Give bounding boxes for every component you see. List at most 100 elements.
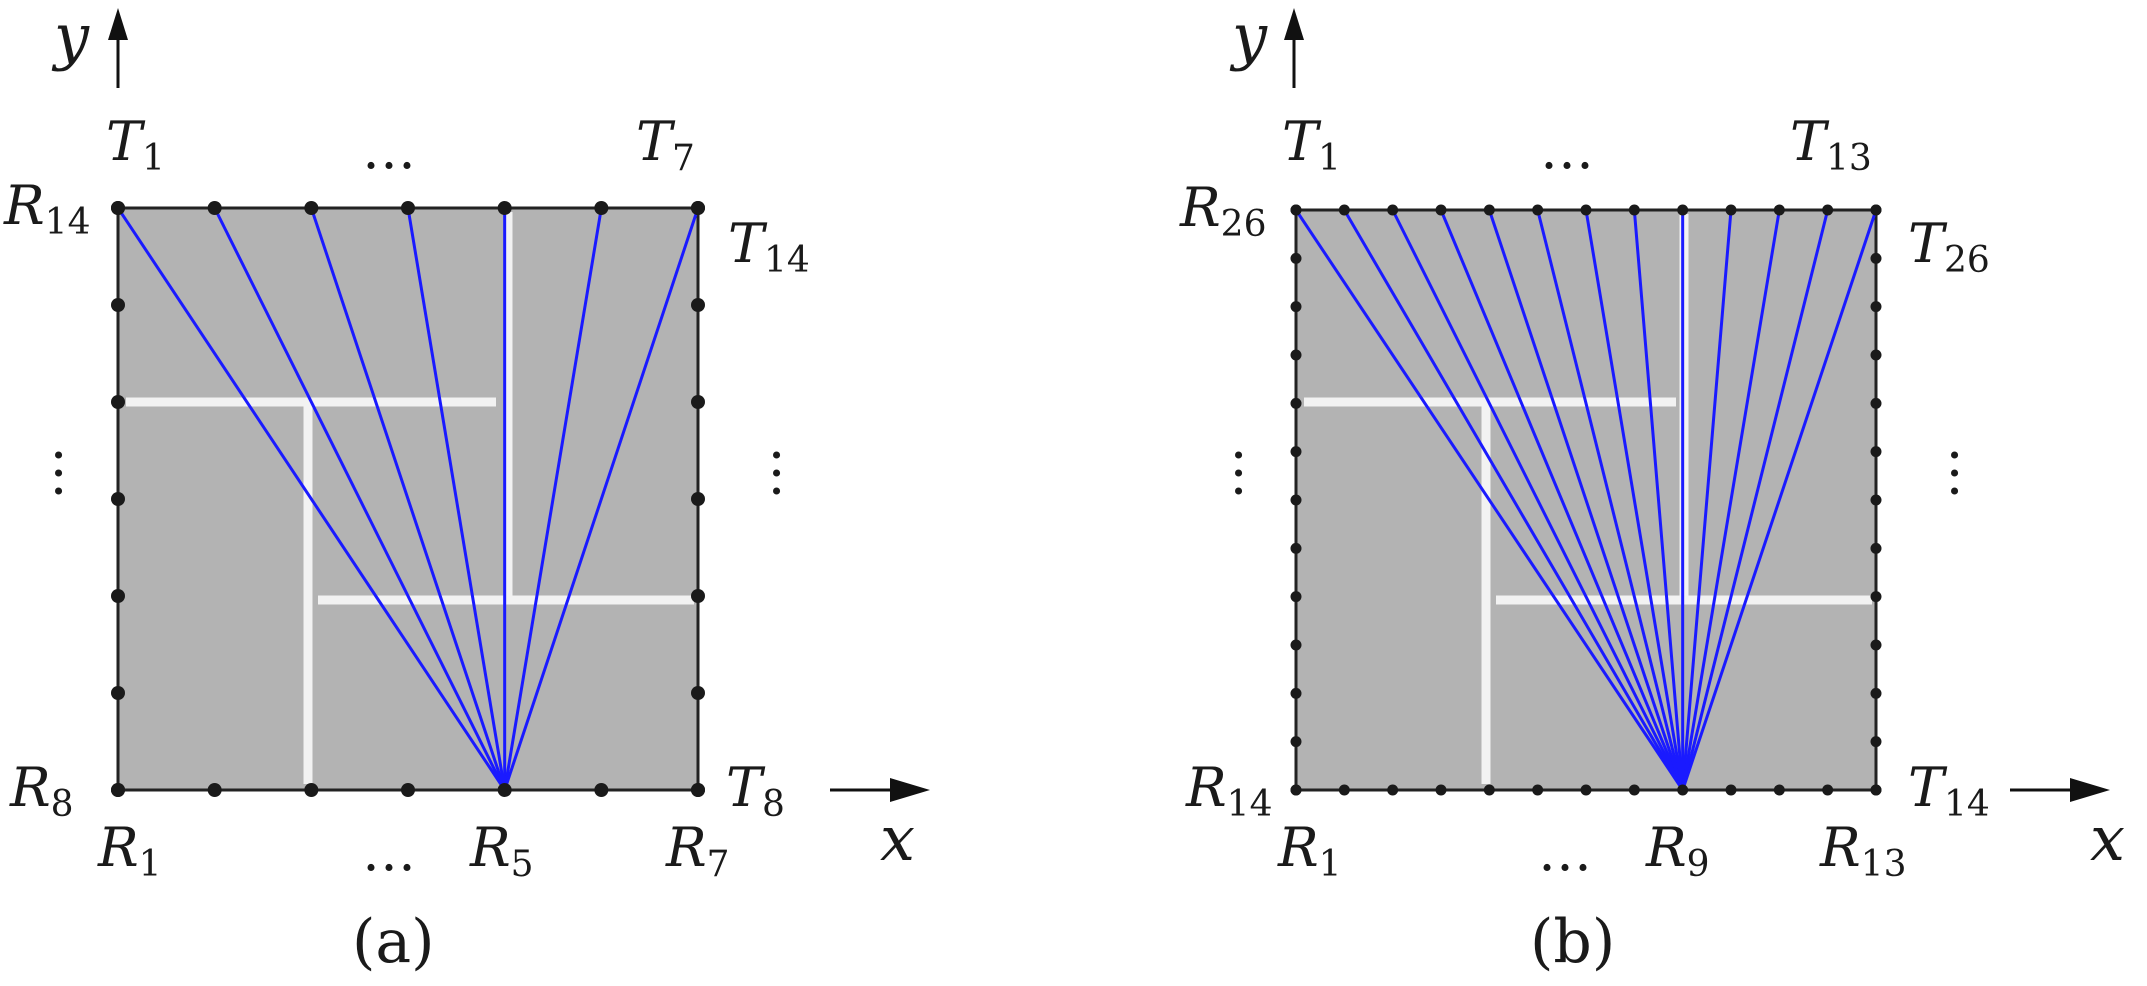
sensor-bottom [1822,784,1834,796]
ray-path [1487,209,1685,791]
label-bottom-ellipsis: … [1538,820,1592,883]
rays-group [116,207,700,791]
sensor-bottom [1628,784,1640,796]
sensor-top [1870,204,1882,216]
label-right-bottom: T8 [726,756,785,825]
sensor-left [1290,252,1302,264]
sensor-left [1290,736,1302,748]
left-vertical-ellipsis: … [43,446,106,500]
ray-path [1536,209,1685,791]
sensor-right [1870,446,1882,458]
sensor-bottom [497,783,512,797]
axis-y-label: y [51,0,90,73]
label-right-bottom: T14 [1908,756,1990,825]
ray-path [1584,209,1685,791]
label-bottom-right: R7 [665,816,730,885]
label-left-top: R26 [1179,176,1266,245]
rays-group [1294,209,1878,791]
ray-path [503,207,603,791]
axis-x-label: x [2090,802,2125,875]
sensor-right [691,395,705,409]
sensor-top [1725,204,1737,216]
label-top-right: T13 [1790,110,1872,179]
sensor-bottom [1677,784,1689,796]
sensors-group [111,201,705,797]
sensor-right [1870,301,1882,313]
label-bottom-mid: R9 [1645,816,1710,885]
sensor-bottom [1580,784,1592,796]
sensor-left [1290,397,1302,409]
sensor-left [1290,784,1302,796]
sensor-left [1290,204,1302,216]
label-bottom-left: R1 [97,816,162,885]
sensor-right [691,492,705,506]
sensor-left [111,686,125,700]
ray-path [503,207,700,791]
sensor-right [1870,542,1882,554]
label-top-ellipsis: … [1540,118,1594,181]
ray-path [1343,209,1684,791]
sensor-bottom [401,783,415,797]
axis-x-label: x [880,802,915,875]
panel-a: y x T1 … T7 R14 T14 … … R8 T8 R1 … R5 R7… [3,0,930,977]
ray-path [1632,209,1685,791]
sensor-left [1290,542,1302,554]
panel-caption: (b) [1530,907,1615,977]
sensor-right [1870,591,1882,603]
ray-path [213,207,507,791]
sensor-right [691,589,705,603]
sensor-top [594,201,609,215]
sensor-top [1628,204,1640,216]
sensor-right [1870,639,1882,651]
sensor-right [1870,397,1882,409]
sensor-top [1580,204,1592,216]
ray-path [309,207,507,791]
sensor-bottom [1532,784,1544,796]
axis-y-label: y [1229,0,1268,73]
label-left-bottom: R8 [9,756,74,825]
ray-path [1391,209,1685,791]
label-bottom-mid: R5 [469,816,534,885]
sensor-top [1435,204,1447,216]
label-right-top: T26 [1908,212,1990,281]
sensor-bottom [1338,784,1350,796]
label-top-left: T1 [106,110,165,179]
left-vertical-ellipsis: … [1223,446,1286,500]
y-axis-arrowhead [108,8,128,40]
sensor-left [1290,301,1302,313]
x-axis-arrowhead [890,778,930,802]
panel-b: y x T1 … T13 R26 T26 … … R14 T14 R1 … R9… [1179,0,2125,977]
sensor-left [1290,591,1302,603]
ray-path [1439,209,1685,791]
sensor-right [1870,252,1882,264]
ray-path [1294,209,1684,791]
label-bottom-left: R1 [1277,816,1342,885]
sensor-right [1870,494,1882,506]
sensor-top [691,201,705,215]
sensor-top [1387,204,1399,216]
sensor-right [691,298,705,312]
ray-path [1681,209,1733,791]
sensor-top [1822,204,1834,216]
sensor-left [111,783,125,797]
label-top-left: T1 [1282,110,1341,179]
sensor-left [111,201,125,215]
sensor-left [1290,349,1302,361]
sensor-top [497,201,512,215]
sensor-left [111,492,125,506]
sensor-left [111,589,125,603]
sensor-bottom [1435,784,1447,796]
sensor-left [111,395,125,409]
label-top-ellipsis: … [362,118,416,181]
sensor-bottom [594,783,609,797]
sensor-top [401,201,415,215]
label-left-bottom: R14 [1185,756,1272,825]
ray-path [1681,209,1878,791]
right-vertical-ellipsis: … [1939,446,2002,500]
sensor-right [1870,687,1882,699]
sensor-bottom [1773,784,1785,796]
y-axis-arrowhead [1284,8,1304,40]
ray-path [1681,209,1781,791]
panel-caption: (a) [352,907,435,977]
right-vertical-ellipsis: … [761,446,824,500]
